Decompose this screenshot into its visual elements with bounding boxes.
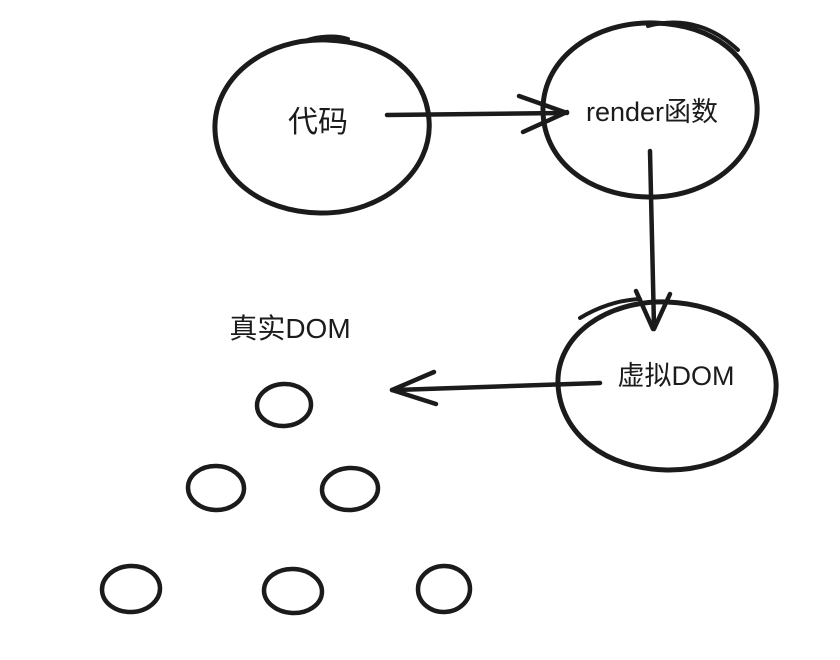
- arrow-shaft: [393, 380, 603, 393]
- dom-tree: [99, 381, 473, 616]
- dom-tree-node: [254, 381, 314, 429]
- node-render-function-ellipse: [540, 20, 760, 200]
- node-render-function: [540, 20, 760, 200]
- node-code: [212, 34, 432, 216]
- arrowhead-lower-wing: [389, 387, 439, 407]
- arrow-render-to-virtual-dom: [633, 148, 673, 332]
- node-label-render-function: render函数: [586, 97, 718, 127]
- node-code-ellipse: [212, 37, 432, 216]
- dom-tree-node: [319, 465, 381, 513]
- dom-tree-node: [185, 463, 247, 513]
- arrow-code-to-render: [384, 93, 570, 135]
- arrowhead-left-wing: [633, 288, 656, 332]
- dom-tree-node: [261, 566, 325, 616]
- node-label-code: 代码: [288, 106, 348, 139]
- arrowhead-upper-wing: [389, 369, 437, 393]
- node-code-sketch-stroke: [303, 34, 350, 43]
- arrow-virtual-dom-to-real-dom: [389, 369, 603, 407]
- node-label-virtual-dom: 虚拟DOM: [618, 361, 735, 391]
- arrowhead-upper-wing: [516, 93, 570, 116]
- diagram-labels: 代码 render函数 虚拟DOM 真实DOM: [229, 97, 734, 391]
- diagram-strokes: [99, 20, 779, 616]
- arrow-shaft: [647, 148, 657, 329]
- node-label-real-dom: 真实DOM: [229, 313, 350, 344]
- dom-tree-node: [99, 563, 163, 615]
- arrowhead-right-wing: [651, 291, 673, 332]
- dom-tree-node: [415, 563, 473, 615]
- node-render-function-sketch-stroke: [646, 20, 740, 52]
- node-virtual-dom-sketch-stroke: [578, 297, 642, 320]
- arrow-shaft: [384, 110, 565, 118]
- arrowhead-lower-wing: [520, 109, 570, 135]
